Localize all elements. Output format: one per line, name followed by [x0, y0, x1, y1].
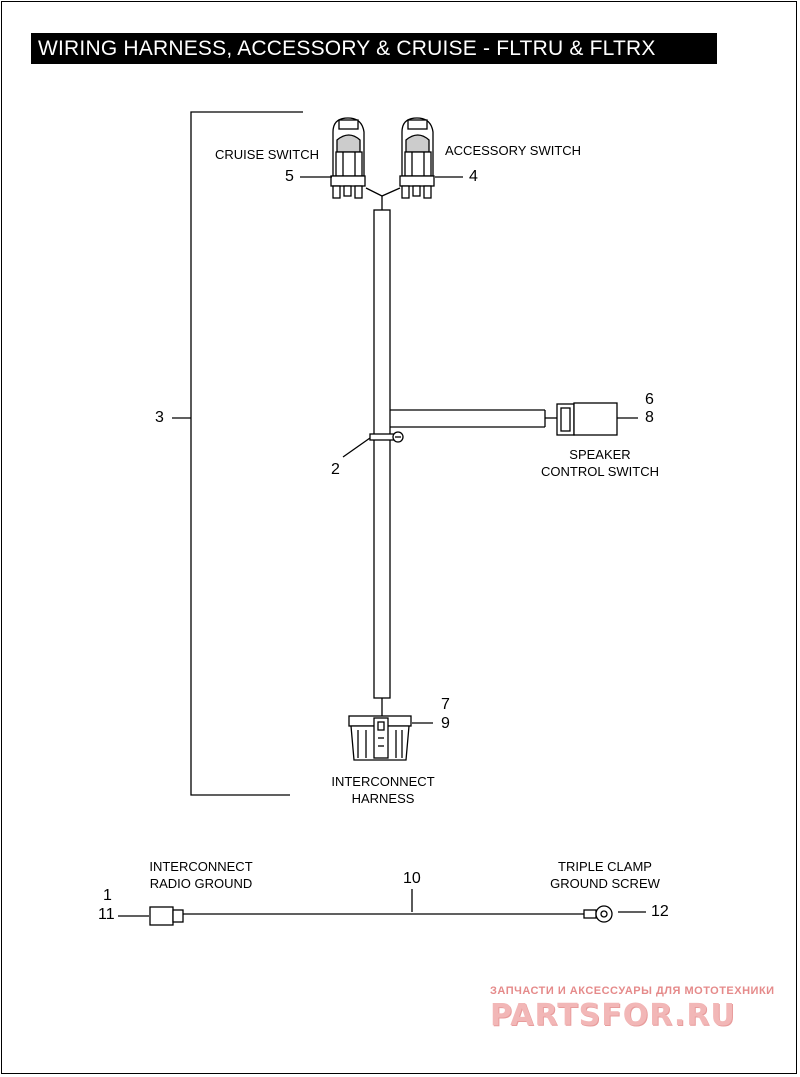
main-harness-tube	[373, 209, 391, 699]
callout-7: 7	[441, 696, 450, 713]
interconnect-label-line2: HARNESS	[351, 791, 415, 806]
callout-11: 11	[98, 906, 115, 923]
interconnect-connector-drawing	[348, 715, 412, 761]
triple-clamp-label: TRIPLE CLAMP GROUND SCREW	[535, 858, 675, 892]
page-title: WIRING HARNESS, ACCESSORY & CRUISE - FLT…	[31, 33, 717, 64]
speaker-label-line2: CONTROL SWITCH	[541, 464, 659, 479]
callout-8: 8	[645, 409, 654, 426]
cruise-switch-drawing	[330, 117, 366, 199]
callout-3: 3	[155, 409, 164, 426]
speaker-control-switch-label: SPEAKER CONTROL SWITCH	[530, 446, 670, 480]
assembly-bracket	[172, 111, 303, 796]
speaker-label-line1: SPEAKER	[569, 447, 631, 462]
radio-ground-line1: INTERCONNECT	[149, 859, 253, 874]
triple-clamp-line2: GROUND SCREW	[550, 876, 660, 891]
triple-clamp-line1: TRIPLE CLAMP	[558, 859, 652, 874]
watermark-tagline: ЗАПЧАСТИ И АКСЕССУАРЫ ДЛЯ МОТОТЕХНИКИ	[490, 985, 775, 997]
interconnect-label-line1: INTERCONNECT	[331, 774, 435, 789]
ground-wire-drawing	[118, 889, 646, 926]
callout-9: 9	[441, 715, 450, 732]
callout-2: 2	[331, 461, 340, 478]
radio-ground-line2: RADIO GROUND	[149, 876, 253, 891]
callout-5: 5	[285, 168, 294, 185]
interconnect-harness-label: INTERCONNECT HARNESS	[313, 773, 453, 807]
cruise-switch-label: CRUISE SWITCH	[215, 147, 319, 162]
callout-6: 6	[645, 391, 654, 408]
speaker-connector-drawing	[556, 402, 618, 436]
callout-10: 10	[403, 870, 421, 887]
accessory-switch-label: ACCESSORY SWITCH	[445, 143, 582, 158]
watermark-logo: PARTSFOR.RU	[490, 998, 736, 1033]
cable-strap	[369, 431, 404, 443]
callout-12: 12	[651, 903, 669, 920]
callout-4: 4	[469, 168, 478, 185]
accessory-switch-drawing	[399, 117, 435, 199]
radio-ground-label: INTERCONNECT RADIO GROUND	[131, 858, 271, 892]
callout-1: 1	[103, 887, 112, 904]
